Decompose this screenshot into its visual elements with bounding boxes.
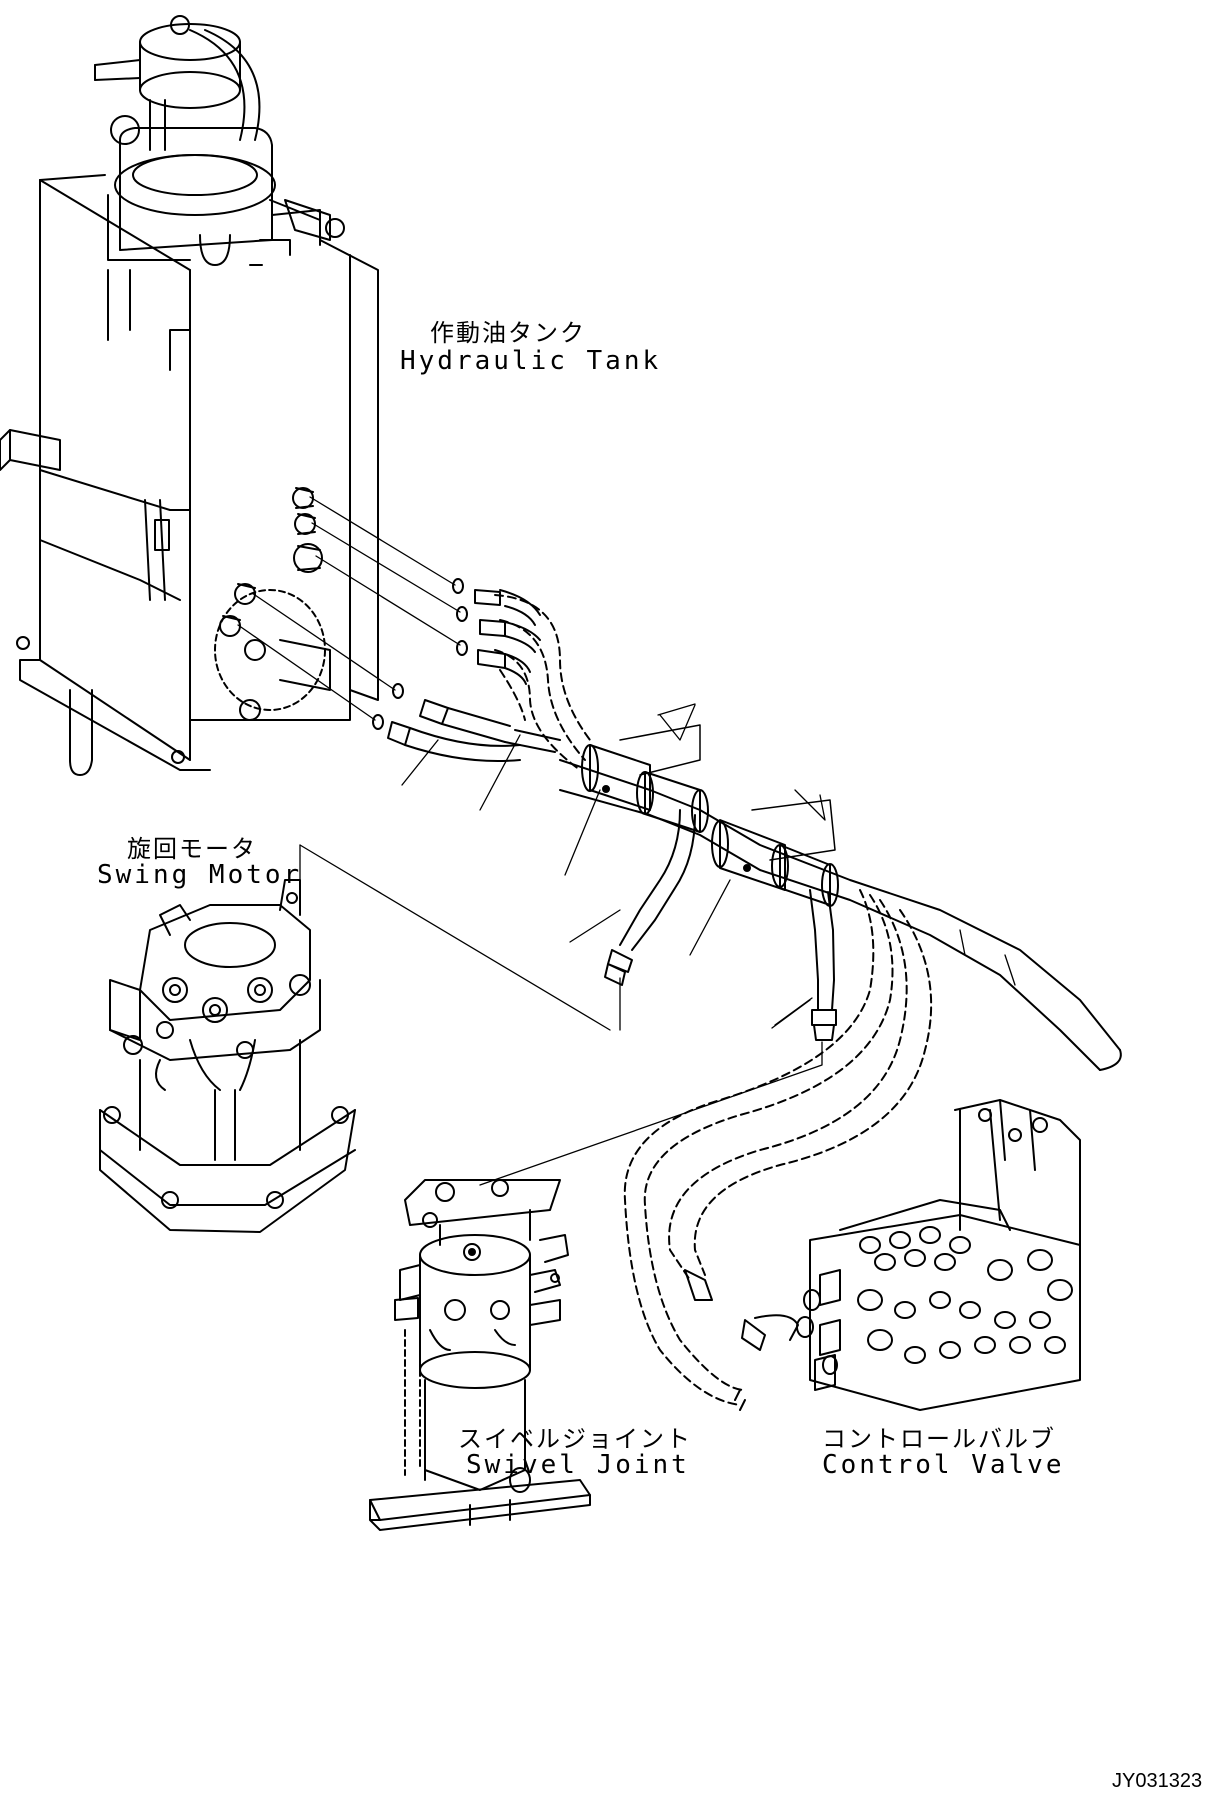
swivel-joint-label-en: Swivel Joint	[466, 1450, 690, 1480]
control-valve-drawing	[803, 1099, 1081, 1411]
tank-ports	[219, 487, 323, 637]
swivel-joint-label-jp: スイベルジョイント	[458, 1425, 692, 1453]
control-valve-label-jp: コントロールバルブ	[822, 1425, 1056, 1453]
hydraulic-tank-drawing	[0, 15, 379, 776]
hose-bundle	[387, 589, 1122, 1411]
swing-motor-drawing	[99, 879, 356, 1233]
control-valve-label-en: Control Valve	[822, 1450, 1065, 1480]
swivel-joint-drawing	[369, 1179, 591, 1531]
connection-leaders	[299, 844, 823, 1186]
hydraulic-tank-label-en: Hydraulic Tank	[400, 346, 662, 376]
swing-motor-label-jp: 旋回モータ	[127, 835, 257, 863]
part-leader-lines	[401, 703, 826, 1029]
drawing-code: JY031323	[1112, 1770, 1203, 1792]
o-rings	[372, 578, 468, 730]
swing-motor-label-en: Swing Motor	[97, 860, 303, 890]
port-leader-lines	[237, 496, 461, 721]
hydraulic-tank-label-jp: 作動油タンク	[430, 319, 586, 347]
